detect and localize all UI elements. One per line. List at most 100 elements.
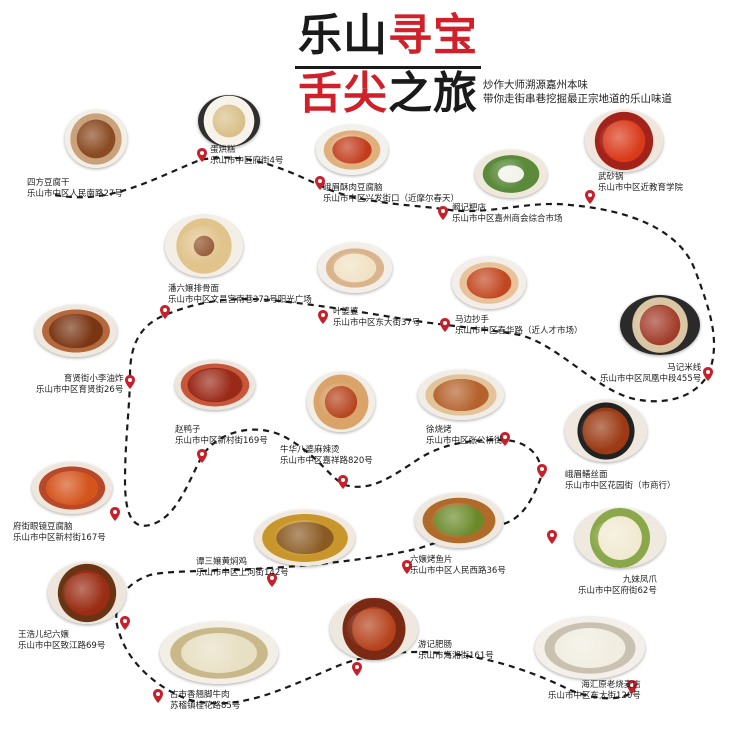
- spot-liuniang-kaoyupian[interactable]: 六嬢烤鱼片乐山市中区人民西路36号: [410, 555, 506, 577]
- dish-image-rib-noodles: [165, 215, 243, 277]
- spot-name: 育贤街小李油炸: [63, 374, 124, 384]
- spot-address: 乐山市中区文昌宫南巷372号阳光广场: [168, 295, 312, 305]
- dish-image-pork-intestines: [330, 598, 418, 660]
- map-pin-icon[interactable]: [402, 560, 412, 574]
- map-pin-icon[interactable]: [110, 507, 120, 521]
- spot-name: 武砂锅: [598, 172, 624, 182]
- spot-name: 赵鸭子: [175, 425, 201, 435]
- spot-emei-surou-doufunao[interactable]: 峨眉酥肉豆腐脑乐山市中区兴发街口（近摩尔春天）: [323, 183, 459, 205]
- title-part-xunbao: 寻宝: [388, 10, 478, 61]
- spot-name: 游记肥肠: [418, 640, 453, 650]
- spot-xu-shaokao[interactable]: 徐烧烤乐山市中区张公桥街: [426, 425, 503, 447]
- spot-gushi-qiaojiao-niurou[interactable]: 古市香翘脚牛肉苏稽镇桂花路85号: [170, 690, 240, 712]
- dish-image-rice-noodles: [620, 295, 700, 355]
- spot-address: 乐山市中区嘉州商会综合市场: [452, 214, 563, 224]
- dish-image-fried-skewers: [35, 305, 117, 357]
- spot-niuhua-malatang[interactable]: 牛华八婆麻辣烫乐山市中区嘉祥路820号: [280, 445, 373, 467]
- spot-mabian-chaoshou[interactable]: 马边抄手乐山市中区春华路（近人才市场）: [455, 315, 583, 337]
- spot-name: 峨眉酥肉豆腐脑: [323, 183, 383, 193]
- spot-address: 乐山市中区致江路69号: [18, 641, 106, 651]
- spot-address: 乐山市中区上河街142号: [196, 568, 289, 578]
- spot-name: 古市香翘脚牛肉: [170, 690, 230, 700]
- dish-image-braised-chicken: [255, 510, 355, 566]
- spot-youji-feichang[interactable]: 游记肥肠乐山市海湘街161号: [418, 640, 494, 662]
- map-pin-icon[interactable]: [585, 190, 595, 204]
- spot-name: 徐烧烤: [426, 425, 452, 435]
- spot-address: 乐山市中区府街4号: [210, 156, 284, 166]
- spot-address: 乐山市中区张公桥街: [426, 436, 503, 446]
- map-pin-icon[interactable]: [500, 432, 510, 446]
- spot-address: 乐山市中区兴发街口（近摩尔春天）: [323, 194, 460, 204]
- map-pin-icon[interactable]: [338, 475, 348, 489]
- spot-address: 乐山市中区凤凰中段455号: [600, 374, 702, 384]
- spot-yuxianjie-youzha[interactable]: 育贤街小李油炸乐山市中区育贤街26号: [36, 374, 123, 396]
- spot-name: 海汇原老烧麦店: [581, 680, 641, 690]
- page-title: 乐山寻宝: [298, 14, 478, 58]
- map-pin-icon[interactable]: [627, 680, 637, 694]
- map-pin-icon[interactable]: [438, 206, 448, 220]
- spot-address: 乐山市中区人民南路27号: [27, 189, 123, 199]
- map-pin-icon[interactable]: [197, 148, 207, 162]
- dish-image-eel-noodles: [565, 400, 647, 462]
- spot-name: 九妹凤爪: [622, 575, 657, 585]
- spot-haihuiyuan-shaomai[interactable]: 海汇原老烧麦店乐山市中区东大街120号: [548, 680, 641, 702]
- dish-image-dried-tofu: [65, 110, 127, 168]
- title-part-leshan: 乐山: [298, 10, 388, 61]
- map-pin-icon[interactable]: [120, 616, 130, 630]
- spot-address: 乐山市海湘街161号: [418, 651, 494, 661]
- spot-address: 乐山市中区新村街167号: [13, 533, 106, 543]
- spot-emei-shansimian[interactable]: 峨眉鳝丝面乐山市中区花园街（市商行）: [565, 470, 676, 492]
- subtitle-line-1: 炒作大师溯源嘉州本味: [483, 79, 588, 91]
- spot-name: 王浩儿纪六嬢: [18, 630, 70, 640]
- spot-address: 苏稽镇桂花路85号: [170, 701, 241, 711]
- dish-image-tofu-pudding: [32, 462, 112, 514]
- map-pin-icon[interactable]: [547, 530, 557, 544]
- spot-sifang-doufugan[interactable]: 四方豆腐干乐山市中区人民南路27号: [27, 178, 123, 200]
- map-pin-icon[interactable]: [267, 573, 277, 587]
- spot-address: 乐山市中区东大街120号: [548, 691, 641, 701]
- map-pin-icon[interactable]: [125, 375, 135, 389]
- spot-name: 府街眼镜豆腐脑: [13, 522, 73, 532]
- title-divider: [295, 66, 481, 69]
- spot-jiumei-fengzhua[interactable]: 九妹凤爪乐山市中区府街62号: [578, 575, 657, 597]
- spot-address: 乐山市中区嘉祥路820号: [280, 456, 373, 466]
- spot-name: 谭三嬢黄焖鸡: [196, 557, 248, 567]
- spot-address: 乐山市中区人民西路36号: [410, 566, 506, 576]
- map-pin-icon[interactable]: [352, 662, 362, 676]
- dashed-route-path: [54, 156, 716, 705]
- spot-ye-popo[interactable]: 叶婆婆乐山市中区东大街37号: [333, 307, 420, 329]
- map-pin-icon[interactable]: [318, 310, 328, 324]
- spot-wu-shaguo[interactable]: 武砂锅乐山市中区近教育学院: [598, 172, 683, 194]
- dish-image-liu-niang: [48, 562, 126, 624]
- spot-maji-mixian[interactable]: 马记米线乐山市中区凤凰中段455号: [600, 363, 701, 385]
- spot-tansan-huangmenji[interactable]: 谭三嬢黄焖鸡乐山市中区上河街142号: [196, 557, 289, 579]
- dish-image-wontons: [452, 257, 526, 309]
- spot-danhonggao[interactable]: 蛋烘糕乐山市中区府街4号: [210, 145, 283, 167]
- map-pin-icon[interactable]: [197, 449, 207, 463]
- spot-kanji-badian[interactable]: 阚记粑店乐山市中区嘉州商会综合市场: [452, 203, 563, 225]
- spot-name: 马边抄手: [455, 315, 490, 325]
- spot-panliu-paigumian[interactable]: 潘六嬢排骨面乐山市中区文昌宫南巷372号阳光广场: [168, 284, 312, 306]
- map-pin-icon[interactable]: [537, 464, 547, 478]
- map-pin-icon[interactable]: [703, 367, 713, 381]
- spot-name: 阚记粑店: [452, 203, 487, 213]
- spot-address: 乐山市中区春华路（近人才市场）: [455, 326, 583, 336]
- spot-name: 潘六嬢排骨面: [168, 284, 220, 294]
- spot-wanghaoer-liuniang[interactable]: 王浩儿纪六嬢乐山市中区致江路69号: [18, 630, 105, 652]
- spot-zhao-yazi[interactable]: 赵鸭子乐山市中区新村街169号: [175, 425, 268, 447]
- spot-address: 乐山市中区近教育学院: [598, 183, 684, 193]
- spot-address: 乐山市中区新村街169号: [175, 436, 268, 446]
- map-pin-icon[interactable]: [160, 305, 170, 319]
- subtitle-line-2: 带你走街串巷挖掘最正宗地道的乐山味道: [483, 93, 672, 105]
- page-title-line2: 舌尖之旅: [298, 72, 478, 116]
- spot-address: 乐山市中区府街62号: [578, 586, 657, 596]
- page-subtitle: 炒作大师溯源嘉州本味 带你走街串巷挖掘最正宗地道的乐山味道: [483, 78, 672, 106]
- dish-image-bbq: [418, 370, 504, 420]
- spot-address: 乐山市中区育贤街26号: [36, 385, 124, 395]
- spot-fujie-yanjing-doufunao[interactable]: 府街眼镜豆腐脑乐山市中区新村街167号: [13, 522, 106, 544]
- map-pin-icon[interactable]: [315, 176, 325, 190]
- map-pin-icon[interactable]: [440, 318, 450, 332]
- spot-name: 六嬢烤鱼片: [410, 555, 453, 565]
- map-pin-icon[interactable]: [153, 689, 163, 703]
